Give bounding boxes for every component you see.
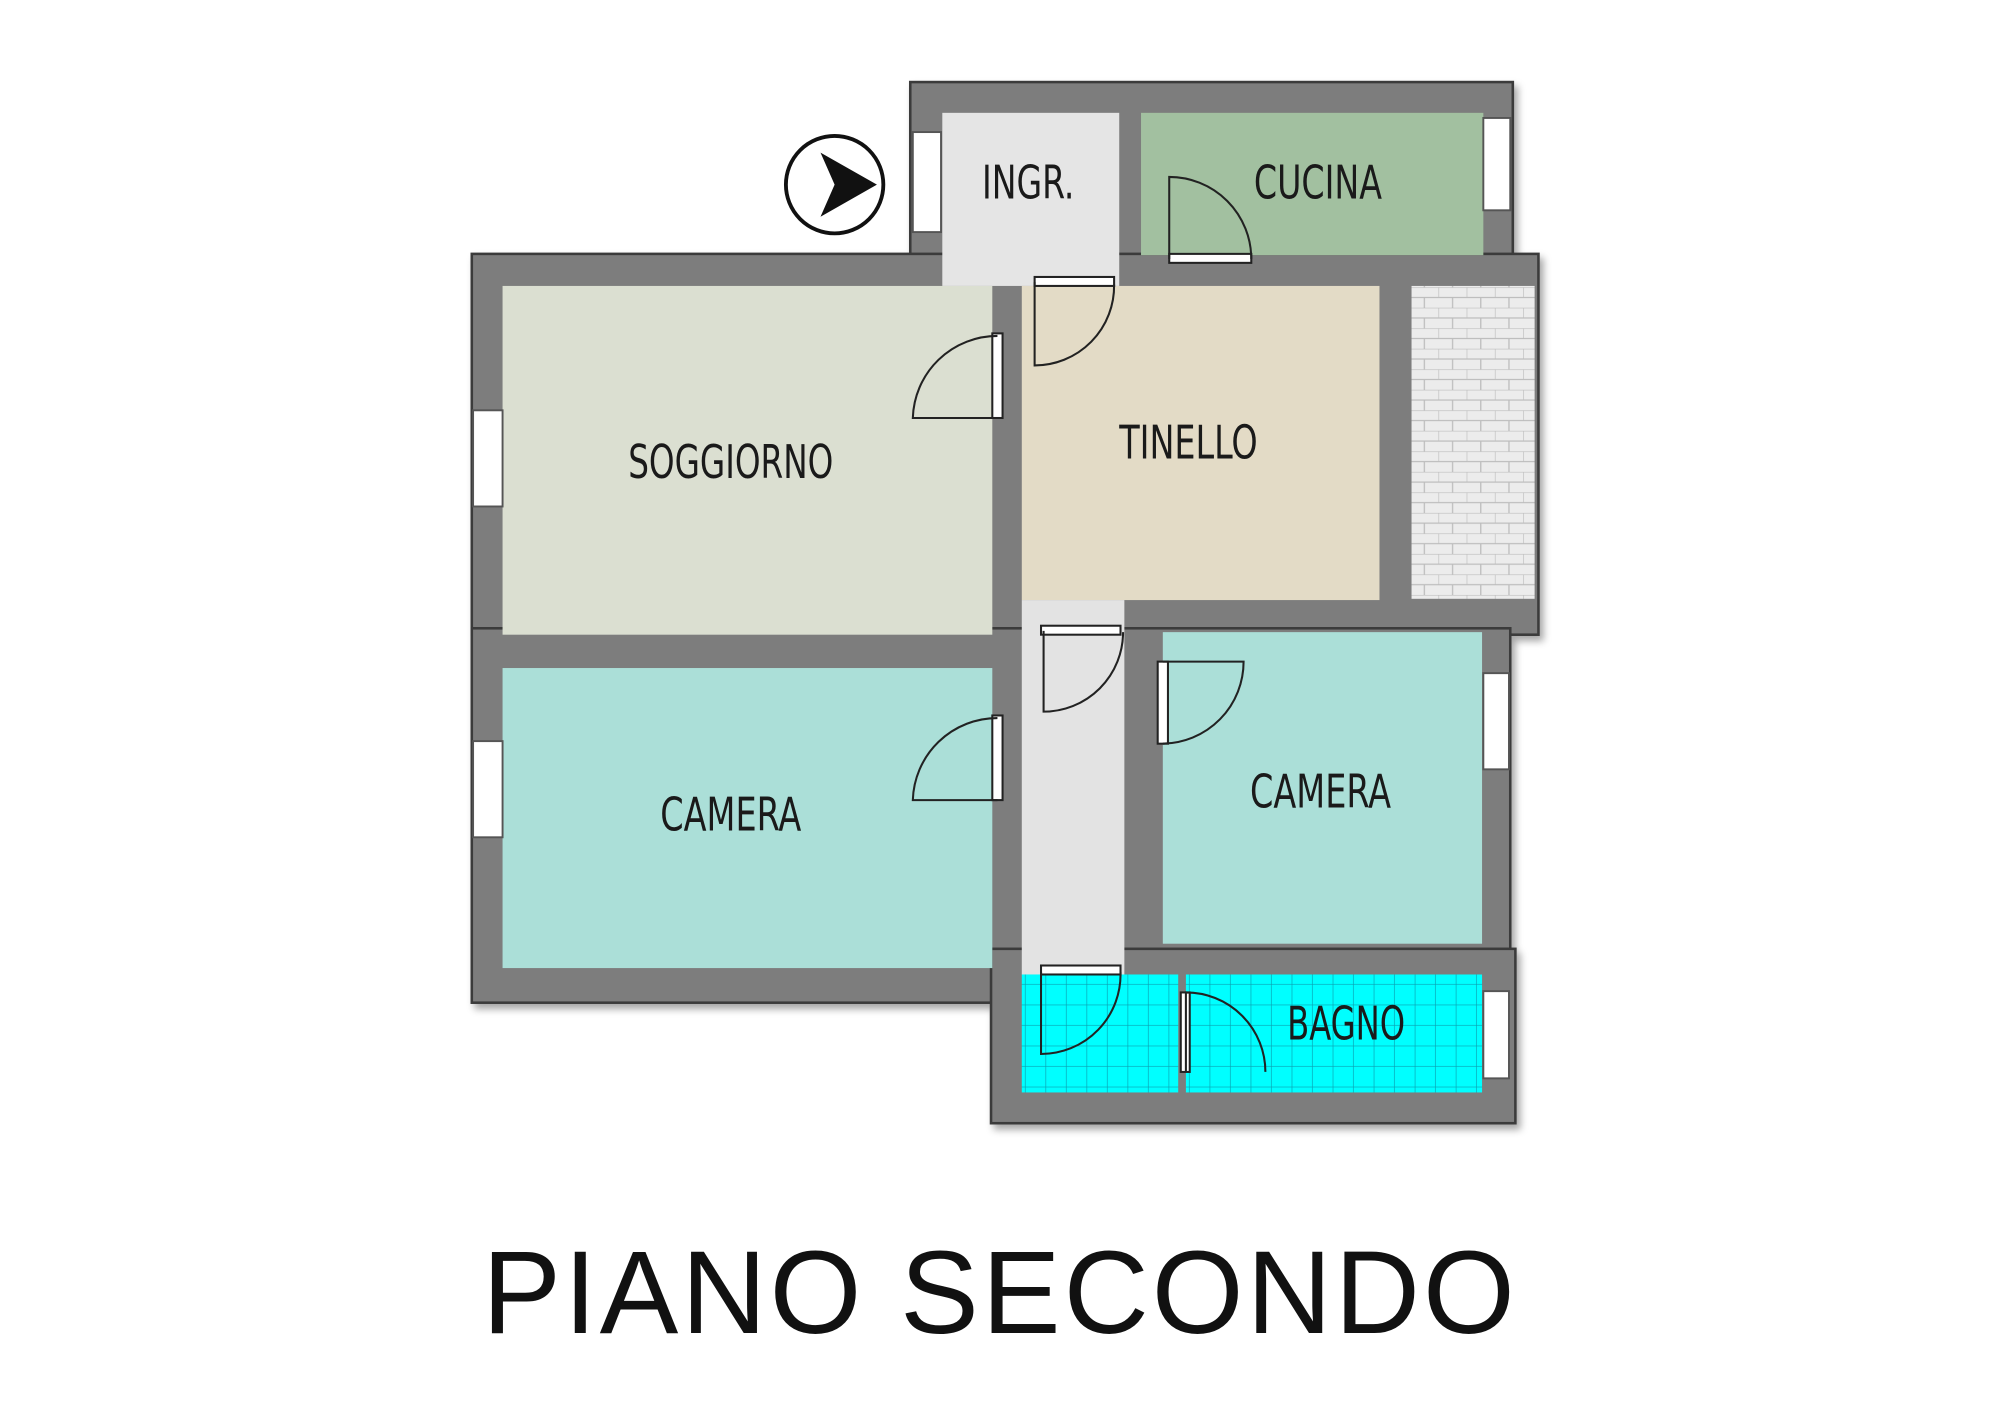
tinello-floor bbox=[1021, 285, 1380, 601]
doors bbox=[911, 175, 1267, 1073]
camera-1-floor bbox=[502, 668, 993, 969]
room-label-bagno: BAGNO bbox=[1287, 997, 1405, 1051]
bagno-floor bbox=[1185, 974, 1483, 1093]
camera-2-floor bbox=[1162, 632, 1483, 944]
room-label-tinello: TINELLO bbox=[1118, 416, 1257, 470]
room-label-soggiorno: SOGGIORNO bbox=[628, 435, 833, 489]
floor-title: PIANO SECONDO bbox=[482, 1227, 1518, 1359]
cucina-floor bbox=[1141, 112, 1484, 256]
balcone-floor bbox=[1411, 285, 1535, 599]
ingresso-floor bbox=[942, 112, 1120, 286]
soggiorno-floor bbox=[502, 285, 993, 635]
windows bbox=[472, 117, 1512, 1080]
arrow-right-circle-icon bbox=[783, 133, 886, 236]
bagno-small-floor bbox=[1021, 974, 1179, 1093]
room-label-camera-2: CAMERA bbox=[1250, 764, 1392, 818]
room-label-ingresso: INGR. bbox=[982, 155, 1074, 209]
room-label-camera-1: CAMERA bbox=[660, 788, 802, 842]
room-label-cucina: CUCINA bbox=[1254, 155, 1383, 209]
corridoio-floor bbox=[1021, 600, 1125, 975]
